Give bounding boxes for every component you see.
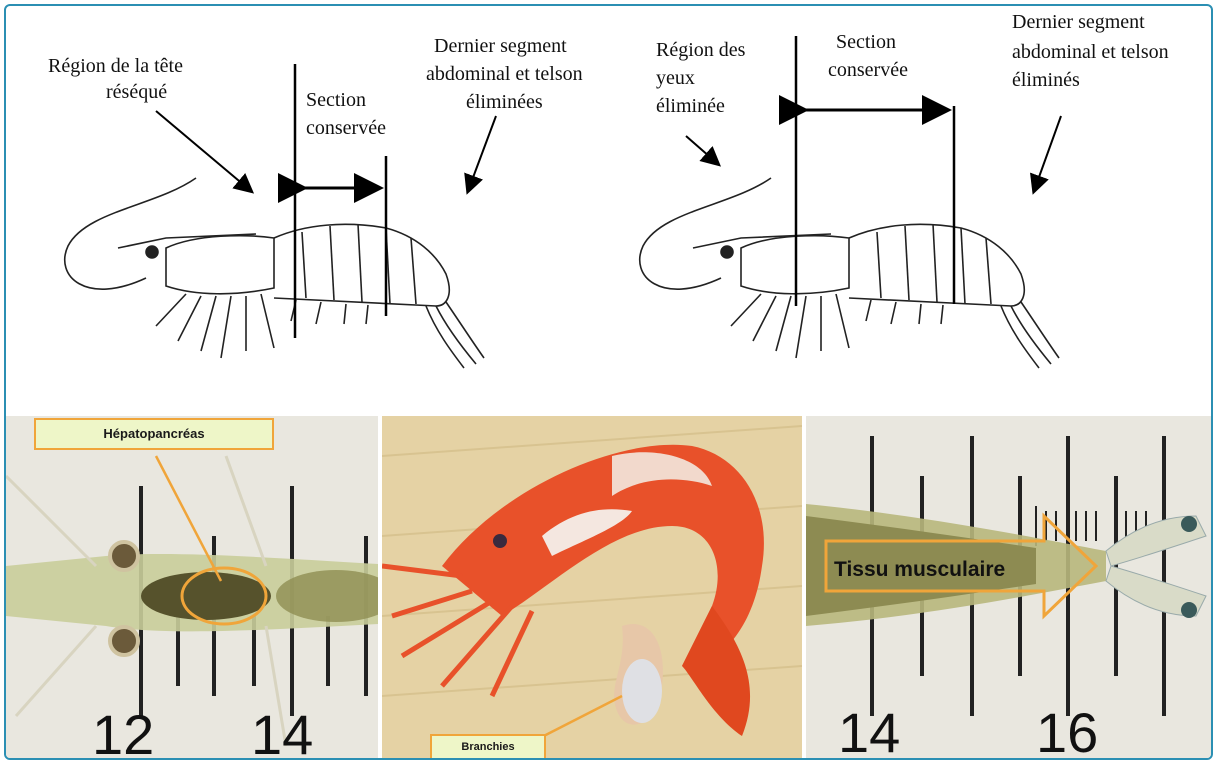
ruler-number-14: 14 — [838, 701, 900, 758]
label-section-right: Section conservée — [828, 31, 908, 81]
label-tail-right: Dernier segment abdominal et telson élim… — [1012, 11, 1174, 91]
shrimp-drawing-right — [640, 178, 1059, 368]
label-head-region: Région de la tête réséqué — [48, 55, 188, 103]
label-tail-left: Dernier segment abdominal et telson élim… — [426, 35, 588, 113]
cooked-shrimp-photo — [382, 416, 802, 758]
shrimp-drawing-left — [65, 178, 484, 368]
label-section-left: Section conservée — [306, 89, 386, 139]
figure-frame: Région de la tête réséqué Section conser… — [4, 4, 1213, 760]
photo-branchies: Branchies — [382, 416, 802, 758]
shrimp-top-view-left: 12 14 — [6, 416, 378, 758]
photo-muscle-tissue: 14 16 Tissu musculaire — [806, 416, 1211, 758]
ruler-number-16: 16 — [1036, 701, 1098, 758]
shrimp-top-view-right: 14 16 Tissu musculaire — [806, 416, 1211, 758]
label-eyes-region: Région des yeux éliminée — [656, 39, 750, 117]
dissection-diagram: Région de la tête réséqué Section conser… — [6, 6, 1211, 406]
ruler-number-14: 14 — [251, 703, 313, 758]
callout-branchies: Branchies — [430, 734, 546, 758]
ruler-number-12: 12 — [92, 703, 154, 758]
photo-hepatopancreas: 12 14 Hépatopancréas — [6, 416, 378, 758]
callout-hepatopancreas: Hépatopancréas — [34, 418, 274, 450]
label-muscle-tissue: Tissu musculaire — [834, 558, 1005, 581]
